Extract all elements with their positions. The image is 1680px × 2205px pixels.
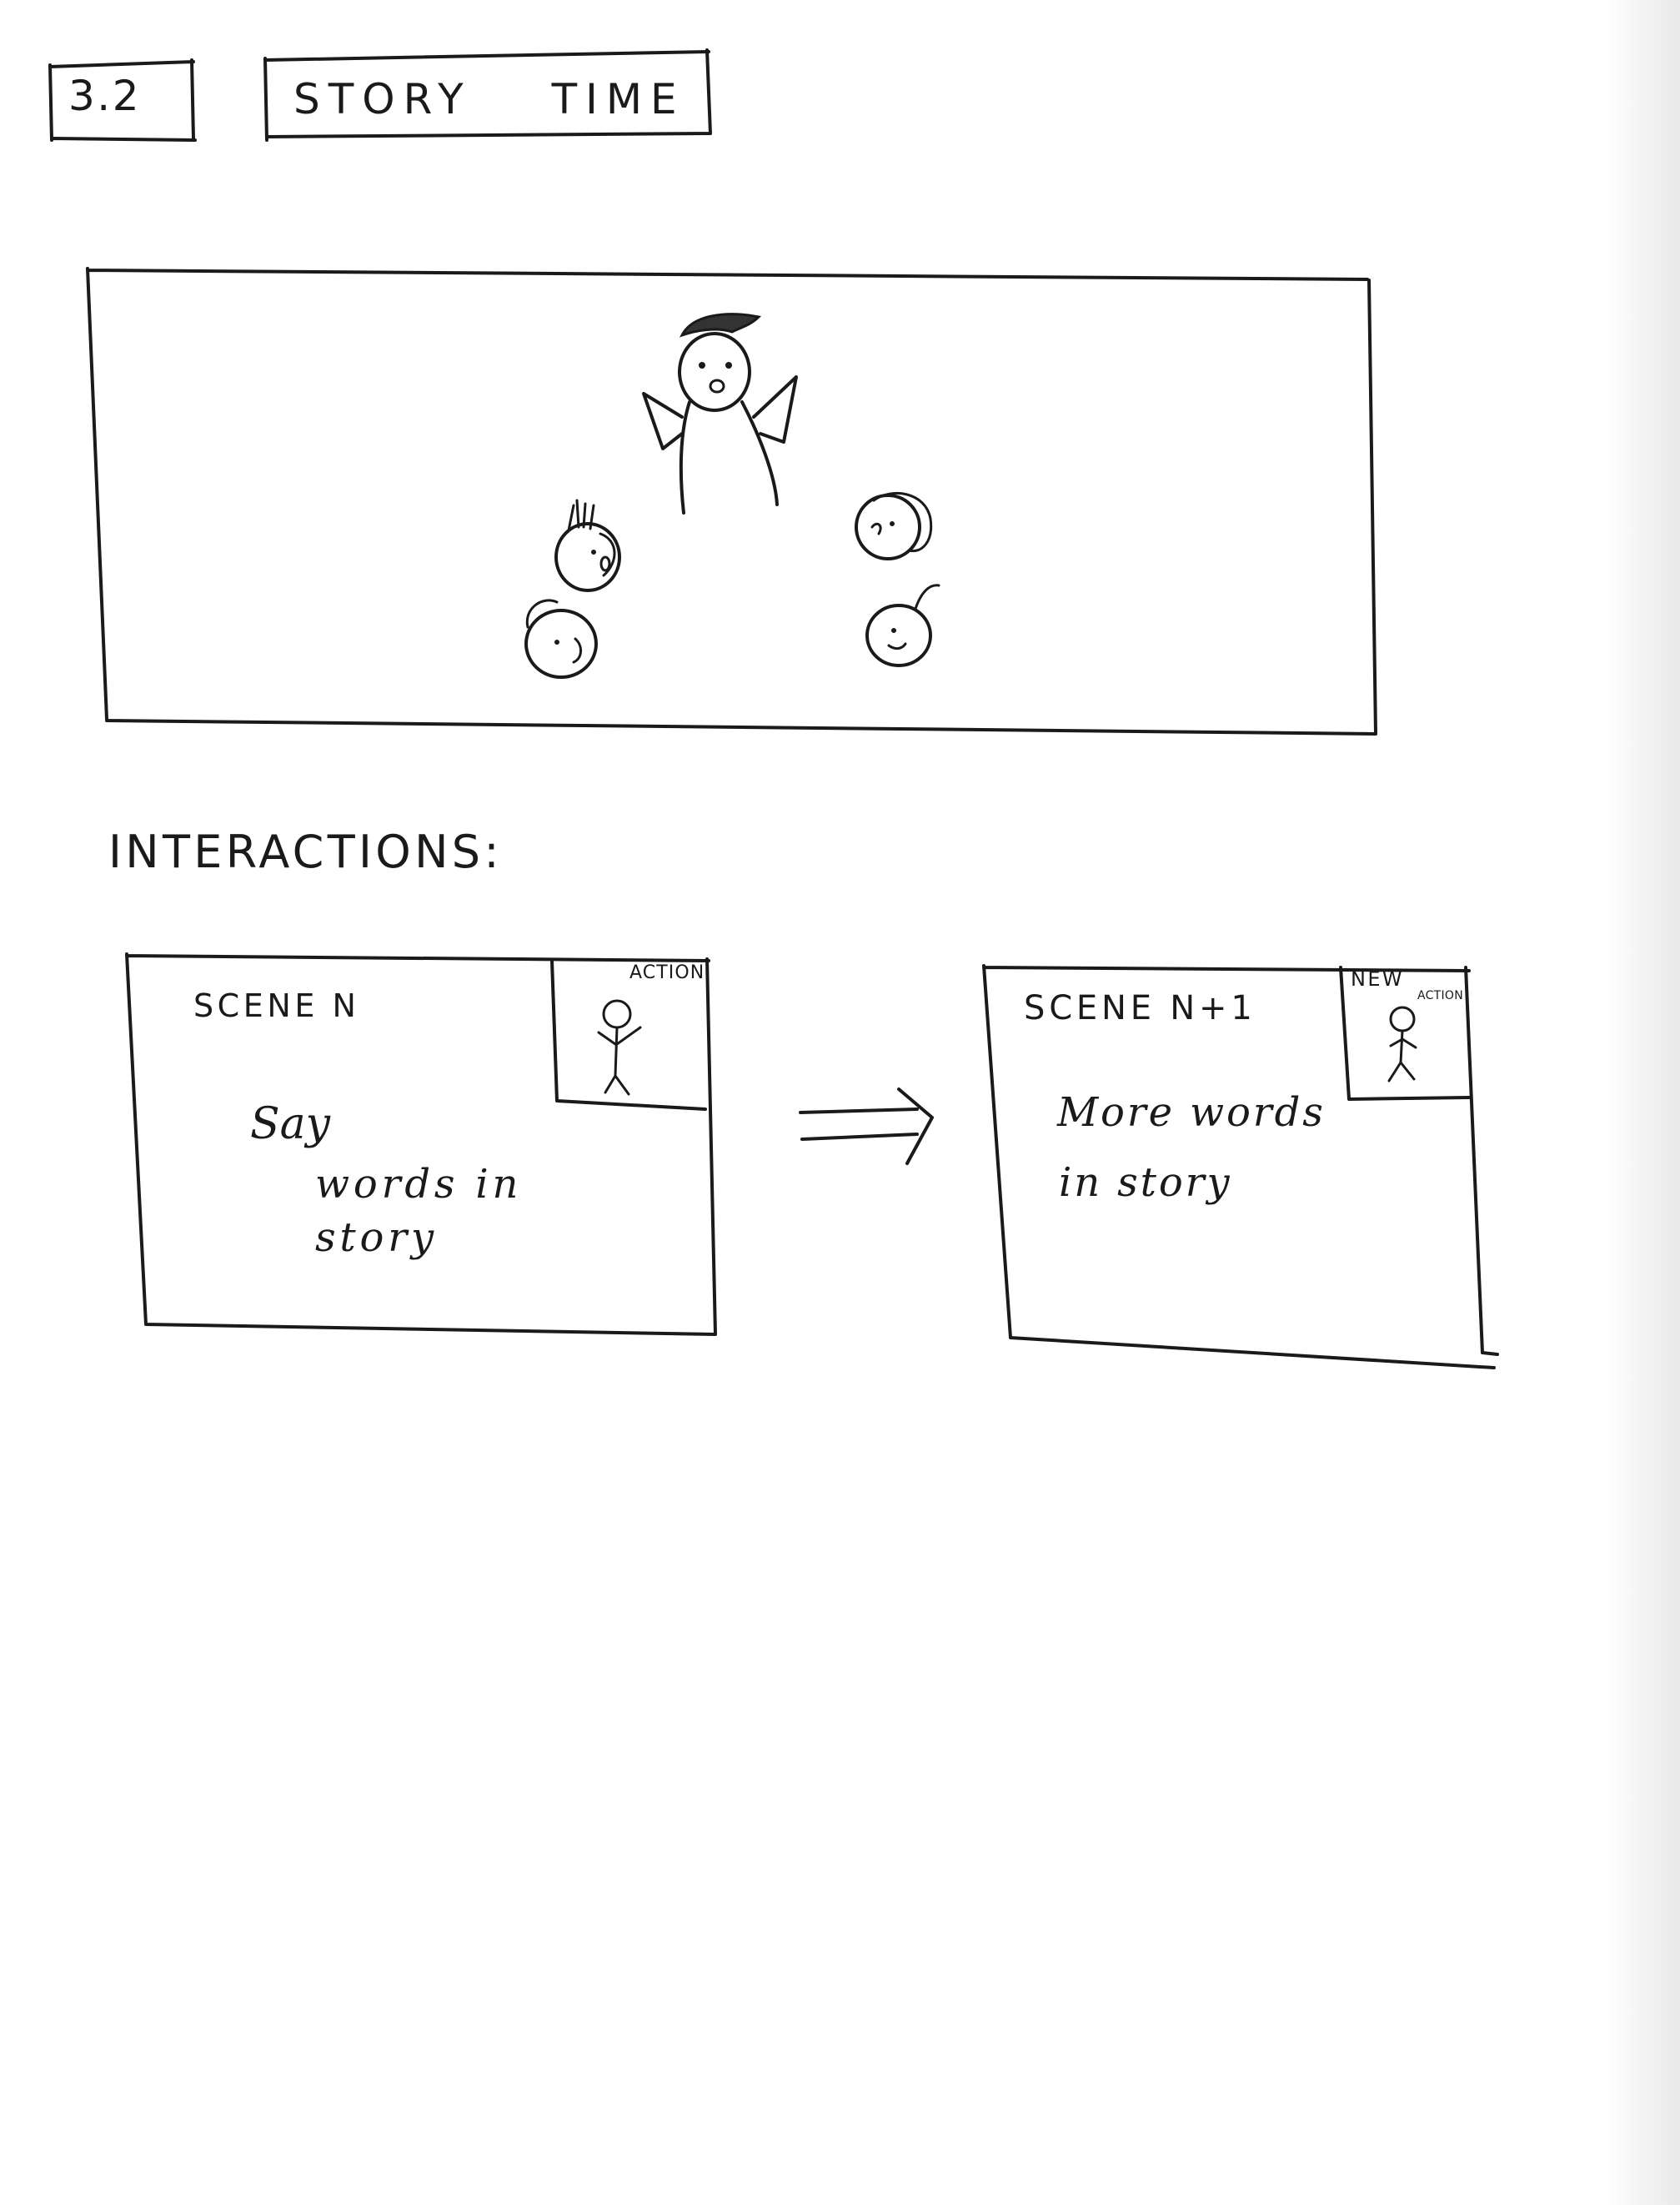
title-box: [263, 48, 712, 142]
new-stick-figure-icon: [1387, 1006, 1417, 1082]
scene-n-frame: [125, 952, 717, 1336]
scene-n-line-3: story: [315, 1214, 438, 1261]
audience-kid-1: [554, 499, 621, 592]
scene-n-plus-1-new-label: NEW: [1351, 967, 1405, 991]
audience-kid-3: [855, 491, 933, 560]
scene-n-action-label: ACTION: [629, 962, 705, 983]
sketch-number: 3.2: [68, 72, 142, 120]
scene-n-title: SCENE N: [193, 987, 360, 1024]
sketch-title: STORY TIME: [293, 75, 685, 123]
interactions-label: INTERACTIONS:: [108, 826, 503, 878]
scene-n-plus-1-action-label: ACTION: [1417, 989, 1463, 1002]
scene-n-plus-1-line-2: in story: [1059, 1159, 1232, 1206]
scene-n-plus-1-line-1: More words: [1057, 1089, 1326, 1136]
storyteller-figure: [642, 313, 798, 515]
scene-n-line-2: words in: [315, 1161, 523, 1208]
scene-n-line-1: Say: [250, 1099, 331, 1149]
page-edge-shadow: [1605, 0, 1680, 2205]
main-scene-frame: [86, 267, 1377, 736]
hair-icon: [679, 313, 762, 338]
storyteller-head: [678, 332, 751, 412]
audience-kid-4: [865, 584, 940, 667]
scene-n-plus-1-title: SCENE N+1: [1024, 989, 1256, 1027]
stick-figure-icon: [597, 999, 642, 1096]
scene-n-plus-1-frame: [982, 964, 1499, 1369]
number-box: [48, 58, 197, 142]
transition-arrow-icon: [799, 1087, 934, 1165]
audience-kid-2: [524, 599, 598, 679]
